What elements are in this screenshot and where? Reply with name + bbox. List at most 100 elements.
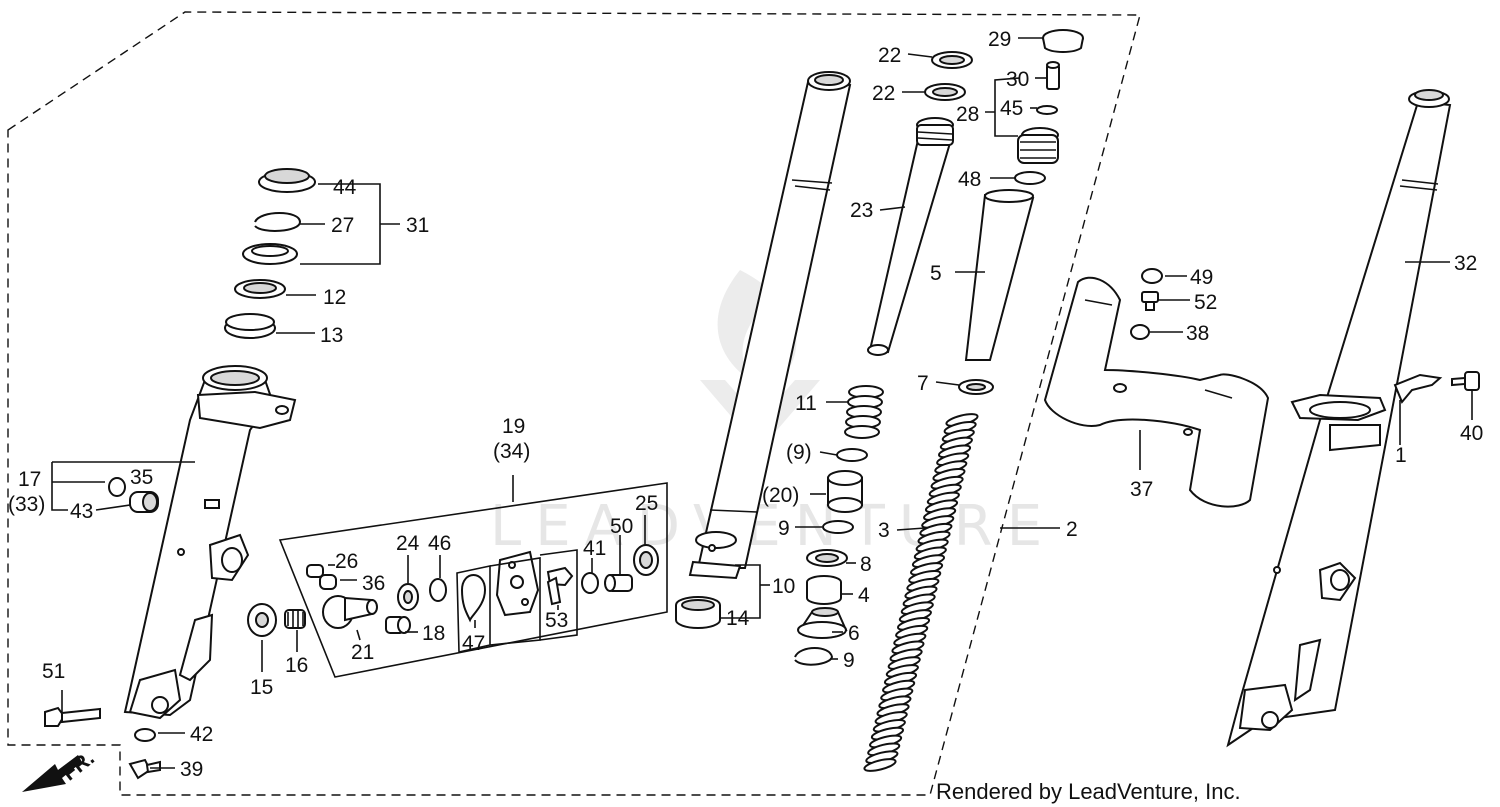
- callout-43: 43: [70, 500, 93, 523]
- washer-41: [581, 572, 599, 594]
- valve-30: [1046, 61, 1060, 90]
- left-fork-slider: [123, 365, 297, 720]
- callout-31: 31: [406, 214, 429, 237]
- callout-26: 26: [335, 550, 358, 573]
- socket-bolt-15: [247, 603, 277, 637]
- piston-21: [322, 595, 378, 629]
- plug-18: [385, 616, 411, 634]
- callout-18: 18: [422, 622, 445, 645]
- credit-text: Rendered by LeadVenture, Inc.: [936, 779, 1241, 804]
- callout-28: 28: [956, 103, 979, 126]
- kit-boundary: [7, 11, 1141, 796]
- callout-1: 1: [1395, 444, 1407, 467]
- callout-2: 2: [1066, 518, 1078, 541]
- callout-36: 36: [362, 572, 385, 595]
- callout-33: (33): [8, 493, 45, 516]
- gasket-47: [460, 574, 487, 623]
- rebound-spring-11: [844, 385, 884, 439]
- callout-20: (20): [762, 484, 799, 507]
- washer-7: [958, 379, 994, 395]
- o-ring-48: [1014, 171, 1046, 185]
- damper-rod-23: [867, 117, 954, 356]
- callout-52: 52: [1194, 291, 1217, 314]
- bolt-39: [128, 758, 161, 780]
- callout-47: 47: [462, 632, 485, 655]
- callout-8: 8: [860, 553, 872, 576]
- callout-41: 41: [583, 537, 606, 560]
- circlip-9-lower: [794, 647, 834, 666]
- bracket-1: [1393, 373, 1443, 404]
- callout-37: 37: [1130, 478, 1153, 501]
- ring-24: [397, 583, 419, 611]
- backup-ring-12: [234, 279, 286, 299]
- circlip-9-upper: [836, 448, 868, 462]
- callout-35: 35: [130, 466, 153, 489]
- direction-label: FR.: [58, 747, 99, 786]
- callout-9-lower: 9: [843, 649, 855, 672]
- washer-46: [429, 578, 447, 602]
- callout-25: 25: [635, 492, 658, 515]
- callout-38: 38: [1186, 322, 1209, 345]
- washer-8: [806, 549, 848, 567]
- right-fork-assembly-32: [1226, 89, 1452, 748]
- plate-47: [495, 550, 540, 617]
- spring-coil: [863, 758, 897, 772]
- callout-30: 30: [1006, 68, 1029, 91]
- dust-seal-44: [258, 168, 316, 193]
- callout-labels: 44 27 31 12 13 17 (33) 35 43 51 42 39 19…: [8, 28, 1483, 781]
- callout-12: 12: [323, 286, 346, 309]
- bolt-51: [44, 706, 101, 727]
- callout-29: 29: [988, 28, 1011, 51]
- callout-16: 16: [285, 654, 308, 677]
- callout-22-upper: 22: [878, 44, 901, 67]
- fork-pipe-5: [964, 189, 1035, 361]
- callout-3: 3: [878, 519, 890, 542]
- clip-27: [254, 212, 302, 232]
- circlip-9-mid: [822, 520, 854, 534]
- slider-bushing-14: [675, 596, 721, 629]
- oil-seal-31: [242, 243, 298, 265]
- pin-26: [306, 564, 324, 578]
- callout-23: 23: [850, 199, 873, 222]
- nut-38: [1130, 324, 1150, 340]
- o-ring-45: [1036, 105, 1058, 115]
- leader-lines: [51, 37, 1473, 769]
- callout-9-upper: (9): [786, 441, 812, 464]
- callout-21: 21: [351, 641, 374, 664]
- callout-51: 51: [42, 660, 65, 683]
- callout-24: 24: [396, 532, 420, 555]
- callout-5: 5: [930, 262, 942, 285]
- callout-39: 39: [180, 758, 203, 781]
- callout-53: 53: [545, 609, 568, 632]
- collar-43: [129, 491, 159, 513]
- callout-14: 14: [726, 607, 750, 630]
- bushing-13: [224, 313, 276, 339]
- bolt-53: [546, 566, 574, 606]
- callout-4: 4: [858, 584, 870, 607]
- seat-22-lower: [924, 83, 966, 101]
- seat-22-upper: [931, 51, 973, 69]
- cap-bolt-28: [1017, 127, 1059, 164]
- fork-spring-3: [863, 413, 979, 772]
- inner-fork-tube-10: [688, 71, 852, 580]
- callout-49: 49: [1190, 266, 1213, 289]
- callout-50: 50: [610, 515, 633, 538]
- callout-11: 11: [795, 392, 817, 415]
- piece-6: [797, 607, 848, 639]
- spring-16: [284, 609, 306, 629]
- callout-27: 27: [331, 214, 354, 237]
- seal-20: [827, 470, 863, 513]
- callout-6: 6: [848, 622, 860, 645]
- cap-49: [1141, 268, 1163, 284]
- fork-cap-29: [1042, 29, 1084, 53]
- washer-42: [134, 728, 156, 742]
- bolt-40: [1451, 371, 1480, 391]
- callout-19: 19: [502, 415, 525, 438]
- fork-bridge-37: [1043, 276, 1270, 508]
- callout-48: 48: [958, 168, 981, 191]
- bolt-50: [604, 574, 633, 592]
- callout-9-mid: 9: [778, 517, 790, 540]
- callout-10: 10: [772, 575, 795, 598]
- callout-15: 15: [250, 676, 273, 699]
